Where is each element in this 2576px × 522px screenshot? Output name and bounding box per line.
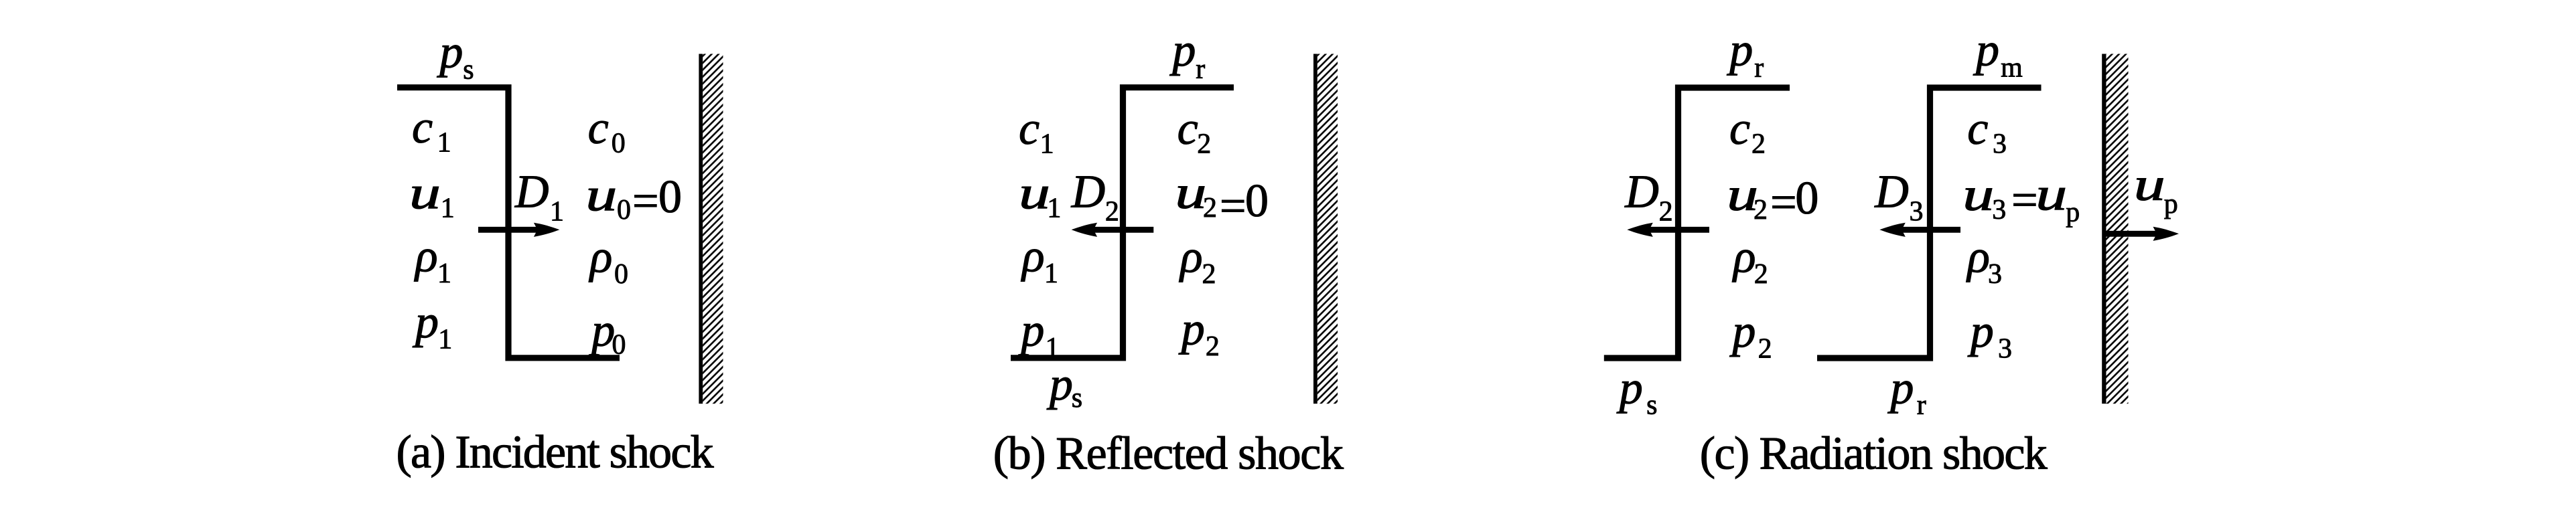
- svg-text:p: p: [1967, 306, 1994, 357]
- svg-text:p: p: [1726, 25, 1753, 76]
- svg-text:1: 1: [438, 325, 452, 355]
- svg-text:p: p: [1178, 304, 1205, 355]
- svg-text:=: =: [1220, 181, 1246, 232]
- svg-text:ρ: ρ: [589, 231, 613, 282]
- svg-text:u: u: [2134, 159, 2165, 211]
- svg-text:p: p: [588, 305, 615, 357]
- svg-text:p: p: [1046, 359, 1073, 410]
- svg-text:0: 0: [612, 128, 626, 159]
- svg-text:2: 2: [1206, 331, 1220, 362]
- svg-text:ρ: ρ: [1179, 231, 1203, 282]
- svg-text:(a) Incident shock: (a) Incident shock: [397, 427, 714, 478]
- svg-text:c: c: [1729, 103, 1750, 155]
- svg-text:u: u: [1019, 167, 1050, 219]
- svg-text:s: s: [1646, 389, 1657, 420]
- svg-text:2: 2: [1754, 259, 1768, 290]
- svg-text:1: 1: [1047, 193, 1061, 224]
- svg-text:ρ: ρ: [1021, 231, 1045, 282]
- svg-text:ρ: ρ: [1732, 231, 1756, 282]
- svg-text:1: 1: [437, 258, 451, 289]
- svg-text:u: u: [2035, 169, 2067, 220]
- svg-text:2: 2: [1754, 195, 1768, 226]
- svg-text:2: 2: [1197, 129, 1211, 160]
- svg-text:c: c: [1967, 103, 1988, 155]
- svg-text:=: =: [2011, 175, 2037, 226]
- svg-text:p: p: [1973, 25, 1999, 76]
- svg-text:r: r: [1754, 53, 1764, 84]
- svg-text:2: 2: [1659, 196, 1673, 227]
- svg-text:3: 3: [1998, 334, 2012, 365]
- svg-text:u: u: [1175, 167, 1206, 219]
- svg-text:c: c: [588, 102, 609, 154]
- svg-text:3: 3: [1910, 196, 1924, 227]
- svg-text:u: u: [1962, 169, 1994, 221]
- svg-text:3: 3: [1993, 129, 2007, 160]
- svg-text:3: 3: [1988, 259, 2002, 290]
- svg-text:0: 0: [612, 330, 626, 361]
- svg-text:1: 1: [437, 128, 451, 159]
- svg-text:1: 1: [1046, 333, 1060, 363]
- svg-text:c: c: [1177, 103, 1198, 155]
- svg-text:0: 0: [658, 171, 682, 223]
- svg-text:ρ: ρ: [1966, 231, 1990, 282]
- svg-text:s: s: [463, 54, 474, 85]
- svg-text:u: u: [585, 169, 617, 221]
- svg-text:3: 3: [1992, 195, 2006, 226]
- svg-text:2: 2: [1202, 259, 1216, 290]
- svg-text:p: p: [1887, 362, 1914, 414]
- svg-text:2: 2: [1751, 129, 1766, 160]
- svg-text:p: p: [1616, 362, 1643, 414]
- svg-text:u: u: [1727, 169, 1758, 221]
- svg-text:2: 2: [1758, 334, 1772, 365]
- svg-text:D: D: [514, 166, 549, 217]
- svg-text:D: D: [1071, 166, 1106, 217]
- svg-text:p: p: [1729, 306, 1756, 357]
- svg-text:1: 1: [441, 193, 455, 224]
- svg-text:1: 1: [1040, 129, 1054, 160]
- svg-text:p: p: [1169, 25, 1196, 76]
- svg-text:p: p: [2066, 197, 2080, 228]
- svg-text:ρ: ρ: [414, 231, 438, 282]
- svg-text:s: s: [1072, 383, 1082, 414]
- svg-text:c: c: [1019, 103, 1040, 155]
- svg-text:=: =: [632, 176, 658, 228]
- svg-text:0: 0: [617, 195, 631, 226]
- svg-text:2: 2: [1203, 193, 1217, 224]
- svg-text:r: r: [1196, 54, 1205, 85]
- svg-text:D: D: [1874, 166, 1909, 217]
- svg-text:=: =: [1770, 177, 1796, 228]
- svg-text:p: p: [1017, 305, 1044, 357]
- svg-text:0: 0: [614, 259, 628, 290]
- svg-text:c: c: [412, 102, 433, 153]
- svg-text:u: u: [409, 167, 441, 219]
- svg-text:(c) Radiation shock: (c) Radiation shock: [1700, 428, 2048, 480]
- svg-text:m: m: [2001, 53, 2023, 84]
- svg-text:D: D: [1624, 166, 1659, 217]
- svg-text:p: p: [436, 27, 463, 78]
- svg-text:2: 2: [1105, 196, 1119, 227]
- svg-text:r: r: [1917, 389, 1926, 420]
- svg-text:0: 0: [1245, 175, 1269, 227]
- svg-text:1: 1: [550, 196, 564, 227]
- svg-text:p: p: [2164, 189, 2178, 220]
- svg-text:0: 0: [1795, 173, 1818, 224]
- svg-text:(b) Reflected shock: (b) Reflected shock: [993, 428, 1344, 480]
- svg-text:1: 1: [1044, 258, 1058, 289]
- svg-text:p: p: [412, 296, 439, 348]
